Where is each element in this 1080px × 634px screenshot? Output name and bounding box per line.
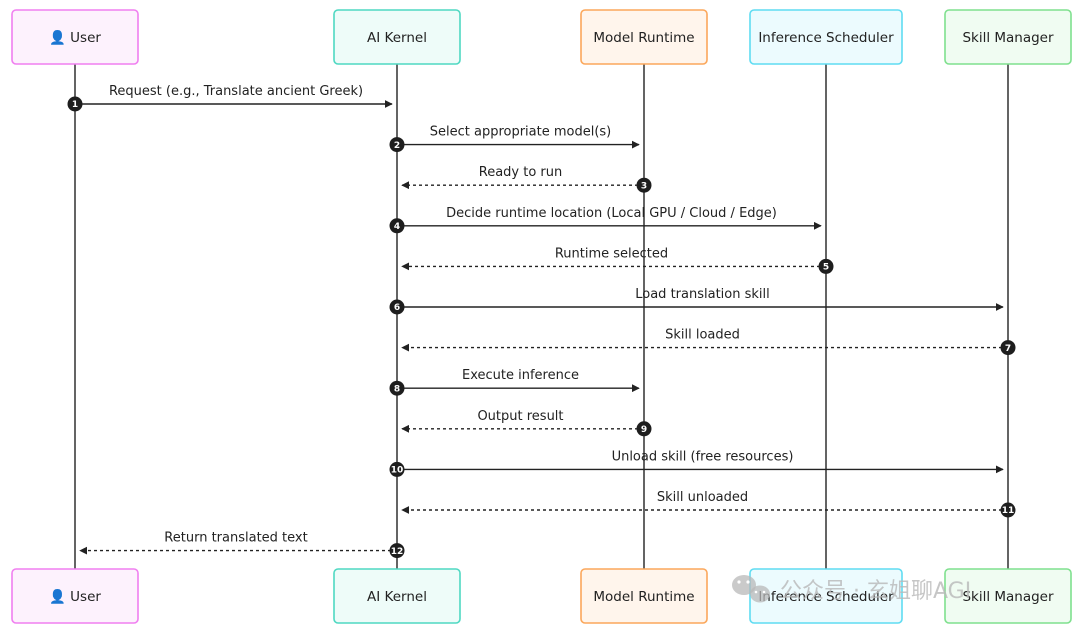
participant-label-skills: Skill Manager (962, 589, 1054, 605)
message-label-5: Runtime selected (555, 246, 668, 261)
participant-label-skills: Skill Manager (962, 30, 1054, 46)
step-marker-2 (389, 137, 405, 153)
message-11: Skill unloaded 11 (401, 490, 1016, 518)
step-number-8: 8 (394, 384, 400, 394)
participant-box-scheduler (749, 9, 903, 65)
step-marker-10 (389, 461, 405, 477)
wechat-icon (732, 575, 770, 603)
participant-scheduler-top: Inference Scheduler (749, 9, 903, 65)
step-number-11: 11 (1002, 506, 1015, 516)
step-number-5: 5 (823, 263, 829, 273)
step-marker-1 (67, 96, 83, 112)
step-marker-3 (636, 177, 652, 193)
participant-label-runtime: Model Runtime (593, 30, 694, 46)
participant-label-kernel: AI Kernel (367, 30, 427, 46)
participant-label-runtime: Model Runtime (593, 589, 694, 605)
message-8: Execute inference 8 (389, 368, 640, 396)
step-number-2: 2 (394, 141, 400, 151)
participant-box-user (11, 9, 139, 65)
step-number-12: 12 (391, 547, 404, 557)
message-label-2: Select appropriate model(s) (430, 125, 612, 140)
message-5: Runtime selected 5 (401, 246, 834, 274)
message-label-3: Ready to run (479, 165, 563, 180)
message-label-10: Unload skill (free resources) (612, 449, 794, 464)
message-3: Ready to run 3 (401, 165, 652, 193)
participant-scheduler-bottom: Inference Scheduler (749, 568, 903, 624)
participant-label-user: 👤 User (49, 29, 101, 46)
step-marker-11 (1000, 502, 1016, 518)
participant-kernel-top: AI Kernel (333, 9, 461, 65)
step-marker-8 (389, 380, 405, 396)
participant-label-scheduler: Inference Scheduler (758, 589, 894, 605)
participant-box-skills (944, 568, 1072, 624)
message-2: Select appropriate model(s) 2 (389, 125, 640, 153)
step-number-9: 9 (641, 425, 647, 435)
step-marker-6 (389, 299, 405, 315)
participant-box-user (11, 568, 139, 624)
messages: Request (e.g., Translate ancient Greek) 1… (67, 84, 1016, 559)
step-number-6: 6 (394, 303, 400, 313)
participant-label-user: 👤 User (49, 588, 101, 605)
watermark: 公众号 · 玄姐聊AGI (732, 575, 971, 604)
message-label-7: Skill loaded (665, 328, 740, 343)
step-marker-5 (818, 258, 834, 274)
participant-box-kernel (333, 568, 461, 624)
participant-user-top: 👤 User (11, 9, 139, 65)
step-number-10: 10 (391, 466, 404, 476)
watermark-text: 公众号 · 玄姐聊AGI (780, 579, 971, 604)
participant-runtime-top: Model Runtime (580, 9, 708, 65)
participant-label-kernel: AI Kernel (367, 589, 427, 605)
participant-runtime-bottom: Model Runtime (580, 568, 708, 624)
step-number-7: 7 (1005, 344, 1011, 354)
message-label-4: Decide runtime location (Local GPU / Clo… (446, 206, 777, 221)
participant-user-bottom: 👤 User (11, 568, 139, 624)
message-10: Unload skill (free resources) 10 (389, 449, 1004, 477)
message-4: Decide runtime location (Local GPU / Clo… (389, 206, 822, 234)
message-6: Load translation skill 6 (389, 287, 1004, 315)
message-label-11: Skill unloaded (657, 490, 748, 505)
message-label-12: Return translated text (164, 531, 307, 546)
step-marker-9 (636, 421, 652, 437)
participant-box-runtime (580, 9, 708, 65)
participant-box-runtime (580, 568, 708, 624)
participant-skills-top: Skill Manager (944, 9, 1072, 65)
message-label-8: Execute inference (462, 368, 579, 383)
participant-box-scheduler (749, 568, 903, 624)
step-marker-4 (389, 218, 405, 234)
step-marker-7 (1000, 340, 1016, 356)
message-12: Return translated text 12 (79, 531, 405, 559)
message-1: Request (e.g., Translate ancient Greek) 1 (67, 84, 393, 112)
message-label-6: Load translation skill (635, 287, 770, 302)
participant-box-kernel (333, 9, 461, 65)
message-7: Skill loaded 7 (401, 328, 1016, 356)
message-9: Output result 9 (401, 409, 652, 437)
lifelines (74, 64, 1009, 569)
message-label-1: Request (e.g., Translate ancient Greek) (109, 84, 363, 99)
step-number-4: 4 (394, 222, 400, 232)
participant-box-skills (944, 9, 1072, 65)
participant-label-scheduler: Inference Scheduler (758, 30, 894, 46)
step-marker-12 (389, 543, 405, 559)
message-label-9: Output result (477, 409, 563, 424)
step-number-3: 3 (641, 181, 647, 191)
participant-skills-bottom: Skill Manager (944, 568, 1072, 624)
participant-kernel-bottom: AI Kernel (333, 568, 461, 624)
step-number-1: 1 (72, 100, 78, 110)
